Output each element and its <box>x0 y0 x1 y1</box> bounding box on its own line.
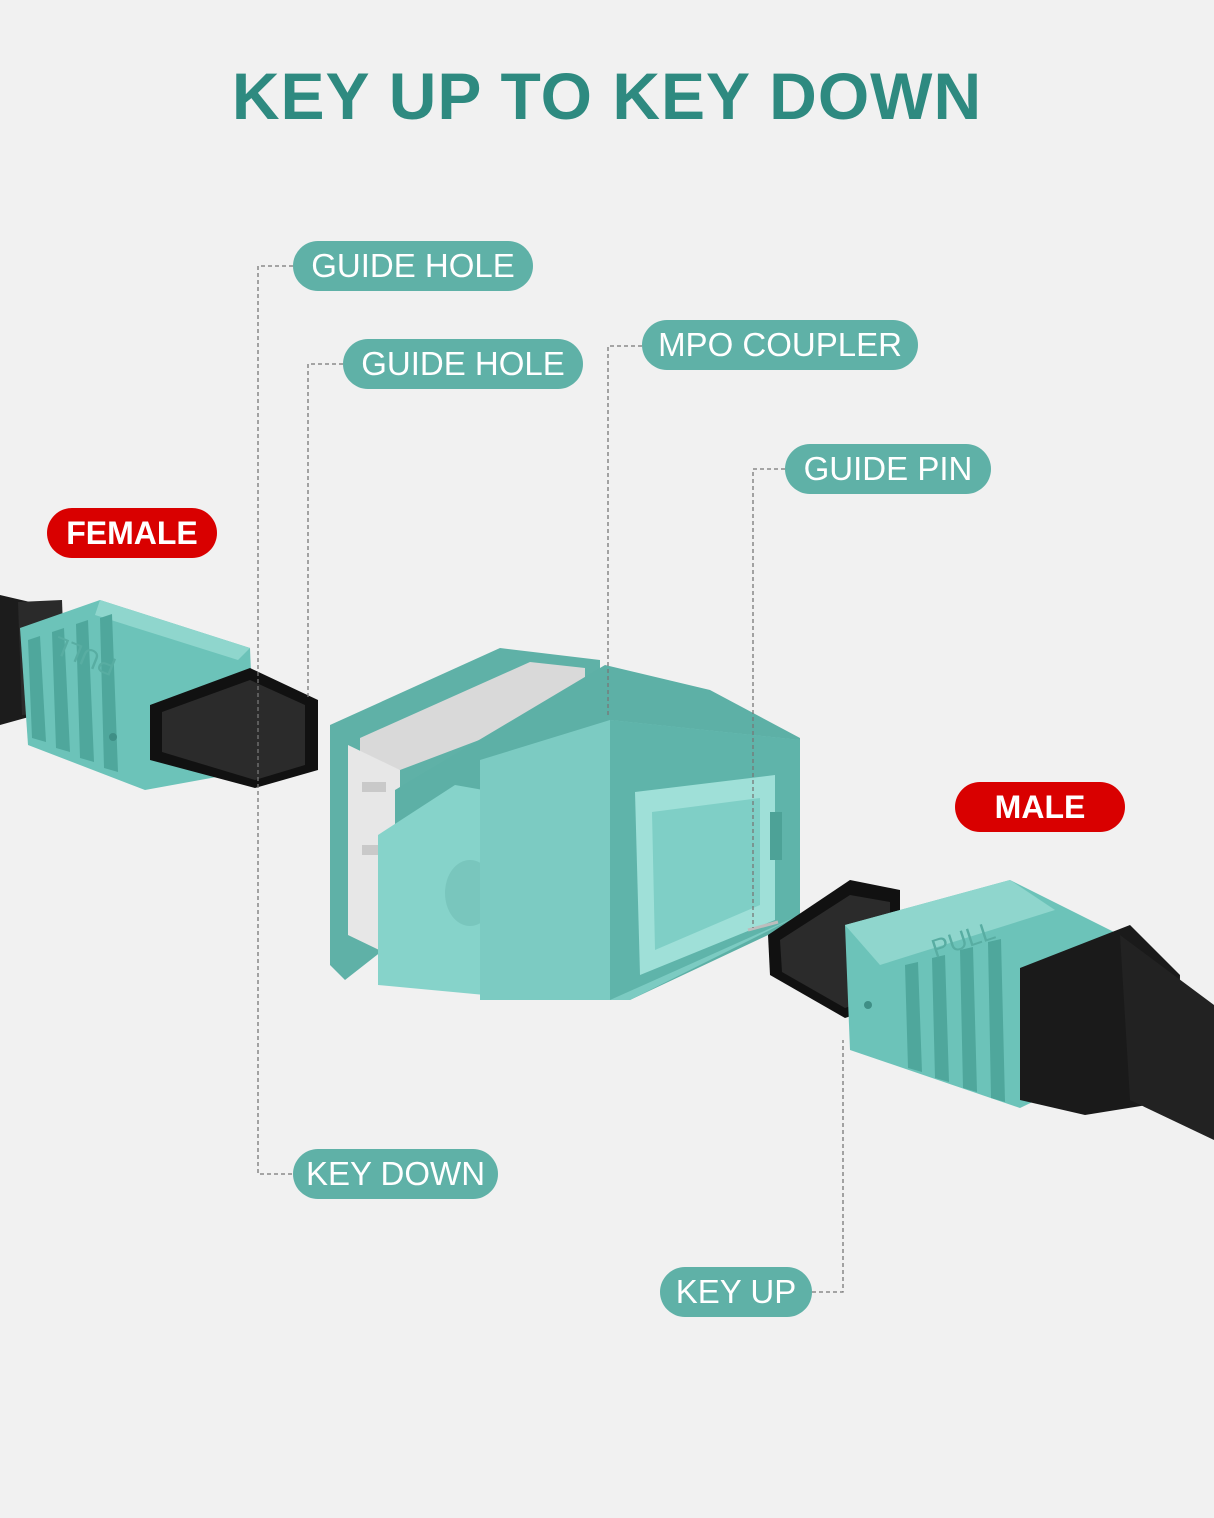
callout-guide-hole-upper: GUIDE HOLE <box>293 241 533 291</box>
mpo-coupler <box>330 648 800 1000</box>
male-mpo-connector: PULL <box>747 880 1214 1140</box>
callout-guide-pin: GUIDE PIN <box>785 444 991 494</box>
leader-guide-hole-lower <box>307 363 343 700</box>
leader-lines <box>257 265 844 1293</box>
tag-female: FEMALE <box>47 508 217 558</box>
female-mpo-connector: PULL <box>0 595 318 790</box>
leader-guide-hole-upper <box>257 265 293 1175</box>
callout-key-up: KEY UP <box>660 1267 812 1317</box>
leader-mpo-coupler <box>607 345 642 718</box>
callout-guide-hole-lower: GUIDE HOLE <box>343 339 583 389</box>
page-title: KEY UP TO KEY DOWN <box>231 59 983 133</box>
leader-key-up <box>812 1040 844 1293</box>
callout-key-down: KEY DOWN <box>293 1149 498 1199</box>
leader-guide-pin <box>752 468 785 928</box>
tag-male: MALE <box>955 782 1125 832</box>
callout-mpo-coupler: MPO COUPLER <box>642 320 918 370</box>
